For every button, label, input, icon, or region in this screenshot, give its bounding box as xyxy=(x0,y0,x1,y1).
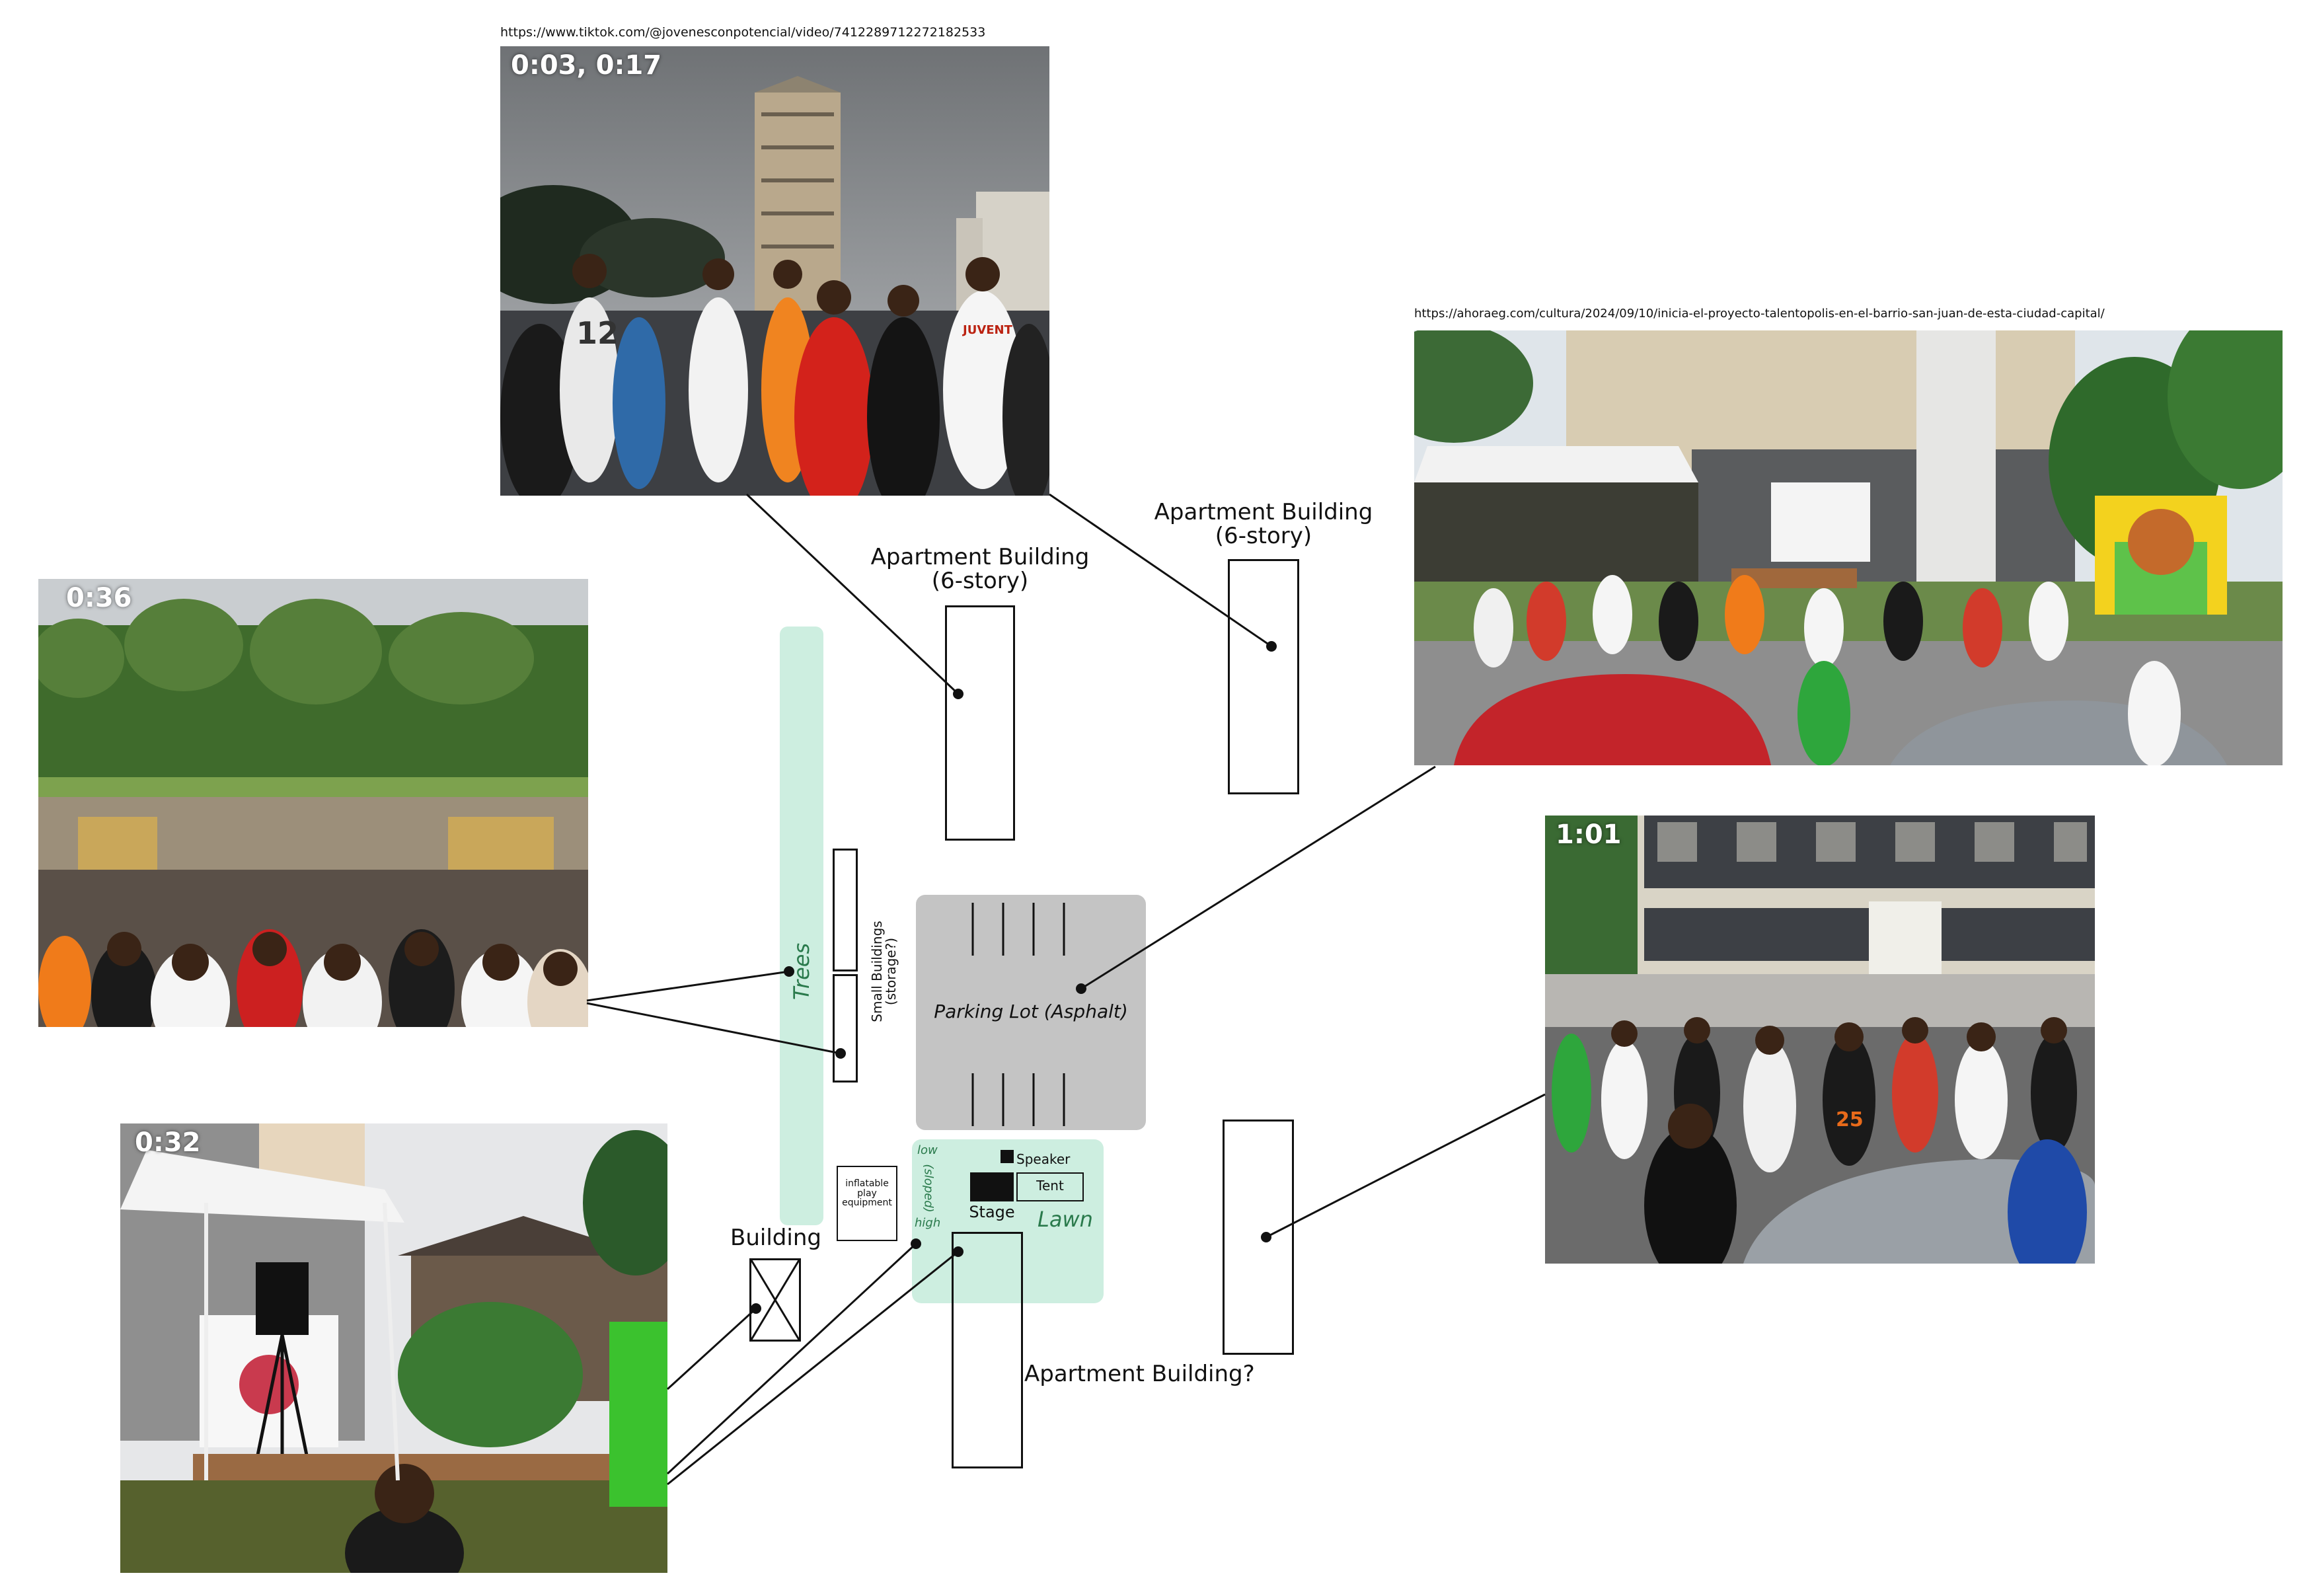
timestamp-right: 1:01 xyxy=(1556,819,1622,850)
ahoraeg-source-url: https://ahoraeg.com/cultura/2024/09/10/i… xyxy=(1414,307,2105,321)
slope-sloped-label: (sloped) xyxy=(921,1164,936,1213)
building-small-lower-label: Building xyxy=(730,1225,821,1251)
timestamp-top: 0:03, 0:17 xyxy=(511,50,662,81)
slope-low-label: low xyxy=(917,1143,938,1157)
inflatable-label: inflatable play equipment xyxy=(842,1178,892,1209)
speaker-label: Speaker xyxy=(1016,1151,1071,1167)
photo-stage-under-tent: 0:32 xyxy=(120,1123,667,1573)
tent-outline xyxy=(1016,1172,1084,1201)
tent-label: Tent xyxy=(1036,1178,1064,1194)
photo-crowd-by-trees: 0:36 xyxy=(38,579,588,1027)
stage-marker xyxy=(970,1172,1014,1201)
photo-crowd-near-building: 25 1:01 xyxy=(1545,816,2095,1264)
small-building-2 xyxy=(833,974,858,1083)
photo-event-overview xyxy=(1414,330,2283,765)
apartment-building-lower xyxy=(1223,1120,1294,1355)
apartment-building-right-label: Apartment Building (6-story) xyxy=(1154,499,1373,549)
shirt-text: JUVENT xyxy=(962,323,1013,337)
trees-label: Trees xyxy=(789,942,814,1001)
speaker-marker xyxy=(1001,1150,1014,1163)
trees-area xyxy=(780,627,823,1225)
timestamp-bottom: 0:32 xyxy=(135,1127,201,1158)
shirt-number: 25 xyxy=(1836,1108,1864,1131)
photo-street-crowd: 12 JUVENT 0:03, 0:17 xyxy=(500,46,1049,496)
apartment-building-lower-label: Apartment Building? xyxy=(1024,1361,1255,1387)
apartment-building-center xyxy=(945,605,1015,841)
apartment-building-center-label: Apartment Building (6-story) xyxy=(870,544,1090,594)
lawn-label: Lawn xyxy=(1038,1207,1093,1232)
jersey-number: 12 xyxy=(576,315,619,351)
tiktok-source-url: https://www.tiktok.com/@jovenesconpotenc… xyxy=(500,25,986,40)
small-building-1 xyxy=(833,849,858,971)
stage-label: Stage xyxy=(969,1203,1015,1221)
apartment-building-right xyxy=(1228,559,1299,794)
inflatable-play-equipment xyxy=(837,1166,897,1241)
slope-high-label: high xyxy=(915,1216,941,1230)
timestamp-left: 0:36 xyxy=(66,583,132,613)
apartment-building-lawn xyxy=(952,1232,1023,1468)
small-buildings-label: Small Buildings (storage?) xyxy=(869,921,899,1022)
parking-lot-label: Parking Lot (Asphalt) xyxy=(934,1001,1128,1022)
building-small-lower xyxy=(749,1258,801,1342)
